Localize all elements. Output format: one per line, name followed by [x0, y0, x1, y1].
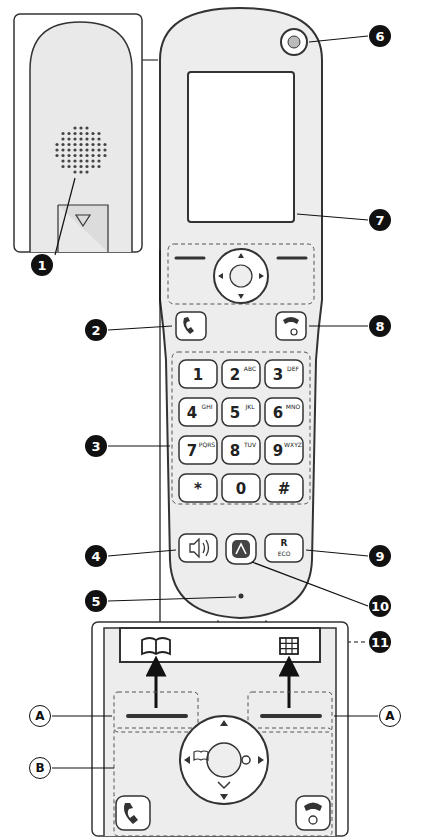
key-letters: TUV [244, 442, 256, 448]
key-letters: WXYZ [284, 442, 302, 448]
battery-cover [58, 205, 108, 252]
key-label: R [281, 539, 288, 548]
talk-key [176, 312, 206, 340]
intercom-key [226, 534, 256, 564]
earpiece [281, 29, 307, 55]
handset-body [160, 8, 322, 618]
callout-number: 11 [369, 631, 391, 653]
inset-frame [14, 14, 142, 252]
phonebook-icon [142, 638, 170, 654]
key-label: 9 [273, 444, 283, 459]
callout-letter: A [379, 705, 401, 727]
key-label: 4 [187, 406, 197, 421]
soft-key [278, 257, 306, 260]
microphone [239, 594, 244, 599]
callout-number: 2 [85, 319, 107, 341]
key-letters: MNO [286, 404, 300, 410]
speakerphone-key [179, 534, 217, 562]
speaker-grille [55, 126, 106, 173]
key-label: 1 [193, 368, 203, 383]
cover-latch [76, 215, 90, 226]
handset-back [30, 22, 132, 252]
display [120, 628, 320, 662]
callout-letter: B [29, 757, 51, 779]
callout-number: 5 [85, 590, 107, 612]
key-label: 5 [230, 406, 240, 421]
key-label: 7 [187, 444, 197, 459]
recall-eco-key [265, 534, 303, 562]
key-letters: ABC [244, 366, 256, 372]
talk-key [116, 796, 150, 830]
callout-number: 6 [369, 25, 391, 47]
callout-number: 1 [31, 254, 53, 276]
key-label: ECO [278, 551, 291, 557]
key-label: 6 [273, 406, 283, 421]
key-letters: PQRS [199, 442, 215, 448]
callout-number: 4 [85, 545, 107, 567]
callout-number: 3 [85, 435, 107, 457]
dial-keypad [179, 360, 303, 502]
callout-letter: A [29, 705, 51, 727]
navigator-key [180, 716, 268, 804]
soft-key [128, 714, 186, 718]
key-letters: DEF [287, 366, 299, 372]
inset-frame [92, 622, 348, 836]
callout-number: 10 [369, 595, 391, 617]
key-label: 3 [273, 368, 283, 383]
off-power-key [276, 312, 306, 340]
key-label: * [194, 482, 202, 497]
soft-key [262, 714, 320, 718]
off-power-key [296, 796, 330, 830]
key-label: 2 [230, 368, 240, 383]
navigator-key [214, 249, 268, 303]
callout-number: 8 [369, 315, 391, 337]
key-label: # [278, 482, 291, 497]
menu-icon [280, 638, 298, 654]
callout-number: 9 [369, 545, 391, 567]
key-label: 0 [236, 482, 246, 497]
key-letters: GHI [202, 404, 213, 410]
display [188, 72, 294, 222]
soft-key [176, 257, 204, 260]
callout-number: 7 [369, 209, 391, 231]
key-label: 8 [230, 444, 240, 459]
key-letters: JKL [245, 404, 254, 410]
